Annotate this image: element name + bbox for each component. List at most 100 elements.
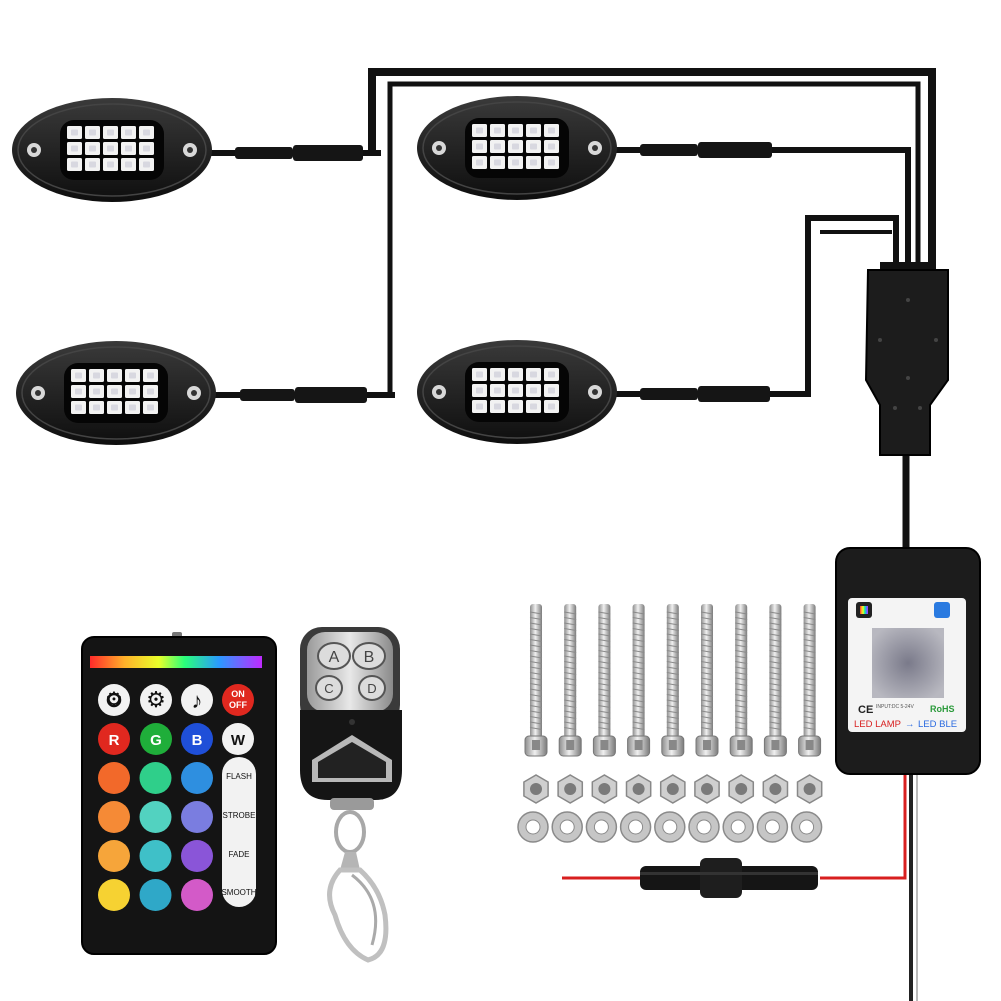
color-button[interactable] xyxy=(98,879,130,911)
color-button[interactable] xyxy=(139,879,172,911)
led-die xyxy=(89,145,96,152)
led-die xyxy=(476,403,483,410)
wiring xyxy=(207,68,936,1001)
white-button[interactable]: W xyxy=(222,723,254,755)
led-die xyxy=(125,161,132,168)
led-die xyxy=(476,387,483,394)
led-grid xyxy=(472,368,559,413)
washer xyxy=(756,811,789,843)
fob-button-d[interactable]: D xyxy=(358,675,386,701)
led-die xyxy=(89,161,96,168)
washer xyxy=(654,811,686,843)
led-die xyxy=(512,387,519,394)
nut xyxy=(591,774,618,804)
color-button[interactable] xyxy=(139,840,172,872)
nut xyxy=(625,774,652,804)
qr-code xyxy=(872,628,944,698)
bluetooth-icon xyxy=(934,602,950,618)
flash-button[interactable]: FLASH xyxy=(226,772,252,781)
svg-text:R: R xyxy=(109,732,120,749)
led-die xyxy=(93,372,100,379)
ir-remote: ⚙ ⚙ ♪ ON OFF R G B W xyxy=(81,632,277,955)
svg-text:B: B xyxy=(192,732,203,749)
fob-button-a[interactable]: A xyxy=(317,642,351,670)
color-button[interactable] xyxy=(98,840,130,872)
led-die xyxy=(548,143,555,150)
color-button[interactable] xyxy=(181,801,213,833)
mode-pill xyxy=(222,757,256,907)
led-die xyxy=(548,371,555,378)
rainbow-strip xyxy=(90,656,262,668)
led-die xyxy=(129,372,136,379)
smooth-button[interactable]: SMOOTH xyxy=(221,888,256,897)
led-grid xyxy=(472,124,559,169)
color-button[interactable] xyxy=(98,762,130,794)
color-button[interactable] xyxy=(181,879,213,911)
led-die xyxy=(530,371,537,378)
washers xyxy=(517,811,823,843)
color-buttons xyxy=(98,762,213,911)
led-pod-top-right xyxy=(417,96,617,200)
led-die xyxy=(476,143,483,150)
washer xyxy=(688,811,720,843)
led-ble-label: LED BLE xyxy=(918,719,957,730)
led-die xyxy=(129,388,136,395)
bolt xyxy=(558,604,582,757)
led-die xyxy=(107,145,114,152)
led-die xyxy=(530,387,537,394)
led-die xyxy=(512,143,519,150)
led-die xyxy=(494,371,501,378)
led-die xyxy=(147,404,154,411)
nut xyxy=(796,774,823,804)
led-die xyxy=(530,403,537,410)
color-button[interactable] xyxy=(139,762,172,794)
bolt xyxy=(763,604,787,757)
washer xyxy=(619,811,652,843)
on-off-button[interactable]: ON OFF xyxy=(222,684,254,716)
led-pod-top-left xyxy=(12,98,212,202)
led-die xyxy=(71,129,78,136)
color-button[interactable] xyxy=(181,762,213,794)
svg-text:C: C xyxy=(324,681,333,696)
led-die xyxy=(512,371,519,378)
washer xyxy=(790,811,823,843)
green-button[interactable]: G xyxy=(140,723,172,755)
color-button[interactable] xyxy=(181,840,213,872)
led-die xyxy=(494,159,501,166)
led-die xyxy=(147,388,154,395)
led-die xyxy=(111,388,118,395)
strobe-button[interactable]: STROBE xyxy=(223,811,256,820)
color-button[interactable] xyxy=(139,801,172,833)
key-fob-remote: A B C D xyxy=(300,627,402,963)
fob-button-c[interactable]: C xyxy=(315,675,343,701)
wire-splitter xyxy=(864,262,949,456)
led-die xyxy=(548,387,555,394)
fade-button[interactable]: FADE xyxy=(229,850,250,859)
nut xyxy=(523,774,549,804)
blue-button[interactable]: B xyxy=(181,723,213,755)
led-die xyxy=(93,404,100,411)
led-die xyxy=(125,129,132,136)
led-die xyxy=(476,127,483,134)
led-die xyxy=(494,403,501,410)
svg-text:D: D xyxy=(367,681,376,696)
brightness-up-button[interactable]: ⚙ xyxy=(140,684,172,716)
fob-button-b[interactable]: B xyxy=(352,642,386,670)
nut xyxy=(557,774,584,804)
led-die xyxy=(143,129,150,136)
music-button[interactable]: ♪ xyxy=(181,684,213,716)
led-grid xyxy=(67,126,154,171)
hex-nuts xyxy=(523,774,823,804)
red-button[interactable]: R xyxy=(98,723,130,755)
inline-fuse-holder xyxy=(640,858,818,898)
led-pod-bottom-right xyxy=(417,340,617,444)
svg-text:ON: ON xyxy=(231,689,245,699)
bolt xyxy=(524,604,548,757)
led-die xyxy=(143,145,150,152)
led-die xyxy=(71,161,78,168)
nut xyxy=(762,774,789,804)
led-die xyxy=(111,372,118,379)
color-button[interactable] xyxy=(98,801,130,833)
brightness-down-button[interactable]: ⚙ xyxy=(98,684,130,716)
